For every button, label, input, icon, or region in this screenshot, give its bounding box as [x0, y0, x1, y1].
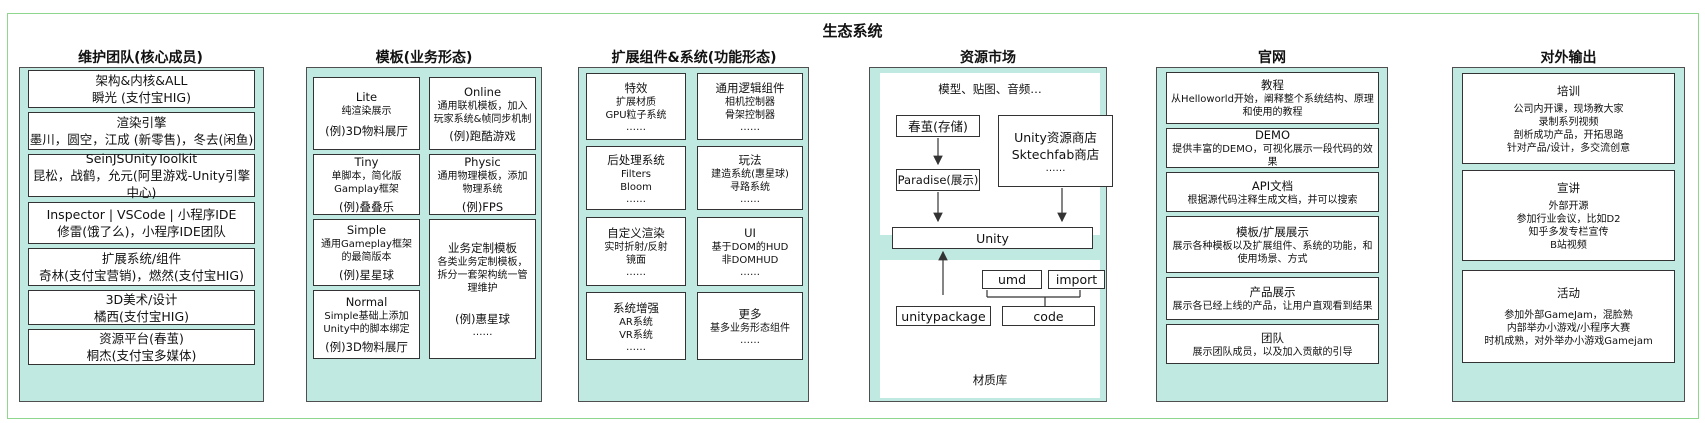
website-item: 模板/扩展展示 展示各种模板以及扩展组件、系统的功能，和使用场景、方式	[1166, 216, 1379, 273]
col-team-title: 维护团队(核心成员)	[78, 50, 203, 66]
template-item: 业务定制模板 各类业务定制模板，拆分一套架构统一管理维护 (例)惠星球 ……	[429, 219, 536, 359]
extension-item: UI 基于DOM的HUD 非DOMHUD ……	[697, 217, 803, 286]
extension-item: 特效 扩展材质 GPU粒子系统 ……	[586, 73, 686, 140]
asset-types-label: 模型、贴图、音频…	[938, 82, 1042, 96]
team-item: Inspector | VSCode | 小程序IDE 修雷(饿了么)，小程序I…	[28, 202, 255, 244]
extension-item: 玩法 建造系统(惠星球) 寻路系统 ……	[697, 146, 803, 210]
extension-item: 更多 基多业务形态组件 ……	[697, 292, 803, 360]
template-item: Normal Simple基础上添加Unity中的脚本绑定 (例)3D物料展厅	[313, 290, 420, 359]
team-item: 渲染引擎 墨川，圆空，江成 (新零售)，冬去(闲鱼)	[28, 112, 255, 150]
template-item: Physic 通用物理模板，添加物理系统 (例)FPS	[429, 154, 536, 215]
diagram-title: 生态系统	[822, 22, 883, 40]
website-item: 教程 从Helloworld开始，阐释整个系统结构、原理和使用的教程	[1166, 72, 1379, 124]
import-box: import	[1048, 270, 1105, 289]
template-item: Online 通用联机模板，加入玩家系统&帧同步机制 (例)跑酷游戏	[429, 77, 536, 150]
paradise-box: Paradise(展示)	[896, 169, 980, 191]
market-connectors	[933, 138, 1081, 306]
extension-panel: 特效 扩展材质 GPU粒子系统 …… 通用逻辑组件 相机控制器 骨架控制器 ………	[578, 67, 809, 402]
team-item: 3D美术/设计 橘西(支付宝HIG)	[28, 290, 255, 325]
asset-store-box: Unity资源商店 Sktechfab商店 ……	[998, 115, 1113, 187]
code-box: code	[1002, 306, 1095, 326]
extension-item: 后处理系统 Filters Bloom ……	[586, 146, 686, 210]
chunjian-box: 春茧(存储)	[896, 115, 980, 137]
umd-box: umd	[982, 270, 1042, 289]
outreach-item: 活动 参加外部GameJam，混脸熟 内部举办小游戏/小程序大赛 时机成熟，对外…	[1462, 270, 1675, 363]
website-item: API文档 根据源代码注释生成文档，并可以搜索	[1166, 172, 1379, 212]
team-panel: 架构&内核&ALL 瞬光 (支付宝HIG) 渲染引擎 墨川，圆空，江成 (新零售…	[19, 67, 264, 402]
extension-item: 自定义渲染 实时折射/反射 镜面 ……	[586, 217, 686, 286]
col-template-title: 模板(业务形态)	[375, 50, 473, 66]
team-item: 架构&内核&ALL 瞬光 (支付宝HIG)	[28, 70, 255, 108]
team-item: SeinJSUnityToolkit 昆松，战鹤，允元(阿里游戏-Unity引擎…	[28, 151, 255, 200]
unitypackage-box: unitypackage	[896, 306, 991, 326]
material-library-label: 材质库	[972, 373, 1008, 387]
template-item: Simple 通用Gameplay框架的最简版本 (例)星星球	[313, 219, 420, 286]
outreach-item: 培训 公司内开课，现场教大家 录制系列视频 剖析成功产品，开拓思路 针对产品/设…	[1462, 73, 1675, 164]
col-extension-title: 扩展组件&系统(功能形态)	[611, 50, 777, 66]
col-outreach-title: 对外输出	[1540, 50, 1597, 66]
template-item: Tiny 单脚本，简化版Gamplay框架 (例)叠叠乐	[313, 154, 420, 215]
outreach-panel: 培训 公司内开课，现场教大家 录制系列视频 剖析成功产品，开拓思路 针对产品/设…	[1452, 67, 1685, 402]
template-panel: Lite 纯渲染展示 (例)3D物料展厅 Online 通用联机模板，加入玩家系…	[306, 67, 542, 402]
website-item: DEMO 提供丰富的DEMO，可视化展示一段代码的效果	[1166, 128, 1379, 168]
col-market-title: 资源市场	[960, 50, 1016, 66]
outreach-item: 宣讲 外部开源 参加行业会议，比如D2 知乎多发专栏宣传 B站视频	[1462, 170, 1675, 261]
team-item: 资源平台(春茧) 桐杰(支付宝多媒体)	[28, 329, 255, 365]
team-item: 扩展系统/组件 奇林(支付宝营销)，燃然(支付宝HIG)	[28, 248, 255, 286]
ecosystem-frame	[7, 13, 1699, 419]
market-panel: 模型、贴图、音频… 春茧(存储) Unity资源商店 Sktechfab商店 ……	[869, 67, 1113, 402]
unity-box: Unity	[892, 227, 1093, 249]
template-item: Lite 纯渲染展示 (例)3D物料展厅	[313, 77, 420, 150]
col-website-title: 官网	[1258, 50, 1286, 66]
website-item: 产品展示 展示各已经上线的产品，让用户直观看到结果	[1166, 277, 1379, 320]
extension-item: 系统增强 AR系统 VR系统 ……	[586, 292, 686, 360]
website-panel: 教程 从Helloworld开始，阐释整个系统结构、原理和使用的教程 DEMO …	[1156, 67, 1388, 402]
extension-item: 通用逻辑组件 相机控制器 骨架控制器 ……	[697, 73, 803, 140]
website-item: 团队 展示团队成员，以及加入贡献的引导	[1166, 324, 1379, 364]
